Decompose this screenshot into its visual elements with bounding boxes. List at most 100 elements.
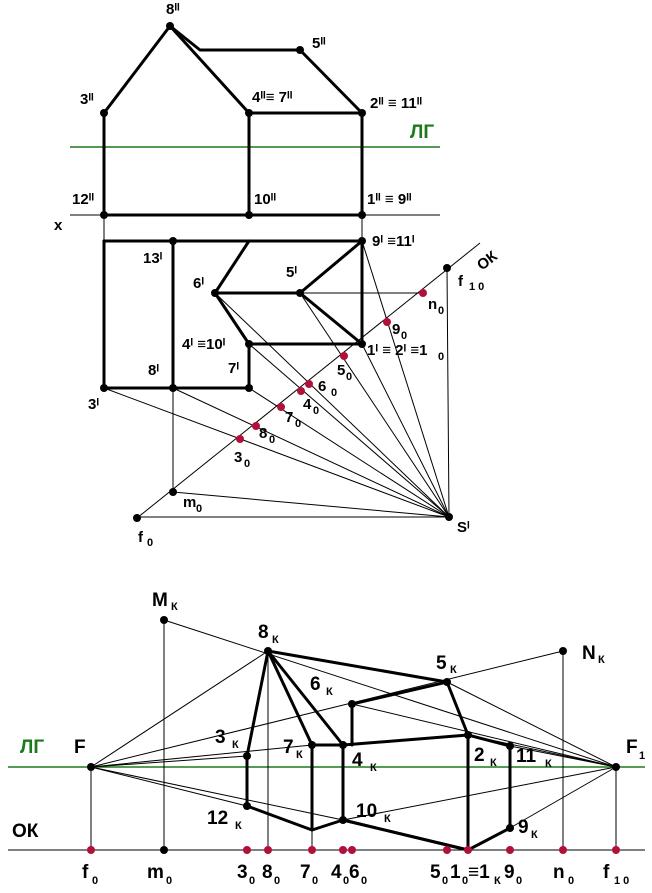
- svg-text:К: К: [450, 664, 457, 676]
- label-8-0-top: 8: [259, 425, 267, 442]
- svg-text:0: 0: [438, 305, 444, 317]
- label-5k: 5: [436, 653, 447, 674]
- front-roof-edge: [168, 24, 251, 115]
- axis-label-f0: f: [82, 862, 89, 883]
- svg-text:К: К: [326, 686, 333, 698]
- label-F1: F: [626, 737, 638, 758]
- svg-text:К: К: [171, 601, 178, 613]
- svg-text:К: К: [370, 762, 377, 774]
- svg-text:К: К: [384, 813, 391, 825]
- svg-text:К: К: [545, 758, 552, 770]
- label-1-9-front: 1ᴵᴵ ≡ 9ᴵᴵ: [367, 191, 412, 208]
- svg-text:К: К: [235, 820, 242, 832]
- svg-text:0: 0: [244, 458, 250, 470]
- label-9-11-plan: 9ᴵ ≡11ᴵ: [372, 233, 415, 250]
- label-7-plan: 7ᴵ: [228, 360, 239, 377]
- svg-text:К: К: [531, 829, 538, 841]
- svg-text:0: 0: [346, 371, 352, 383]
- label-3-0-top: 3: [234, 449, 242, 466]
- label-12k: 12: [207, 808, 228, 829]
- axis-label-9-0: 9: [504, 862, 515, 883]
- axis-label-1-0: 1: [450, 862, 461, 883]
- label-4-0-top: 4: [303, 396, 312, 413]
- svg-text:0: 0: [196, 503, 202, 515]
- svg-text:0: 0: [343, 875, 349, 887]
- axis-label-f10: f: [603, 862, 610, 883]
- ground-line-label-top: ЛГ: [410, 122, 434, 143]
- label-8k: 8: [258, 622, 269, 643]
- label-4-7-front: 4ᴵᴵ≡ 7ᴵᴵ: [252, 89, 293, 106]
- label-6-plan: 6ᴵ: [193, 275, 204, 292]
- svg-text:0: 0: [274, 875, 280, 887]
- axis-label-m0: m: [147, 862, 164, 883]
- label-7k: 7: [283, 737, 294, 758]
- svg-text:0: 0: [147, 537, 153, 549]
- label-8-front: 8ᴵᴵ: [166, 1, 180, 18]
- label-5-0-top: 5: [337, 362, 345, 379]
- label-7-0-top: 7: [285, 409, 293, 426]
- svg-text:0: 0: [312, 875, 318, 887]
- label-9k: 9: [518, 817, 529, 838]
- perspective-points: [87, 616, 620, 832]
- label-nk: N: [582, 643, 596, 664]
- label-5-front: 5ᴵᴵ: [312, 35, 326, 52]
- svg-text:0: 0: [295, 418, 301, 430]
- label-2k: 2: [474, 745, 485, 766]
- label-8-plan: 8ᴵ: [148, 362, 159, 379]
- svg-text:К: К: [598, 654, 605, 666]
- vanishing-lines: [90, 619, 617, 850]
- label-10-front: 10ᴵᴵ: [254, 191, 276, 208]
- label-5-plan: 5ᴵ: [286, 264, 297, 281]
- svg-text:0: 0: [331, 387, 337, 399]
- axis-label-7-0: 7: [300, 862, 311, 883]
- svg-text:К: К: [296, 749, 303, 761]
- label-3k: 3: [215, 727, 226, 748]
- axis-label-5-0: 5: [430, 862, 441, 883]
- label-4-10-plan: 4ᴵ ≡10ᴵ: [182, 336, 226, 353]
- label-3-front: 3ᴵᴵ: [80, 91, 94, 108]
- label-1-2-plan: 1ᴵ ≡ 2ᴵ ≡1: [367, 342, 427, 359]
- top-points: [100, 22, 453, 522]
- label-n0-top: n: [428, 296, 437, 313]
- ground-line-label-bottom: ЛГ: [20, 737, 44, 758]
- svg-text:0: 0: [313, 405, 319, 417]
- axis-label-3-0: 3: [237, 862, 248, 883]
- ok-label-top: ОК: [474, 247, 502, 274]
- axis-label-8-0: 8: [262, 862, 273, 883]
- label-3-plan: 3ᴵ: [88, 396, 99, 413]
- svg-text:К: К: [232, 739, 239, 751]
- label-m0-top: m: [183, 494, 196, 511]
- label-6-0-top: 6: [318, 378, 326, 395]
- svg-text:0: 0: [568, 875, 574, 887]
- label-6k: 6: [310, 674, 321, 695]
- svg-text:0: 0: [438, 351, 444, 363]
- label-9-0-top: 9: [392, 321, 400, 338]
- label-F: F: [74, 737, 86, 758]
- svg-text:1: 1: [639, 750, 645, 762]
- label-2-11-front: 2ᴵᴵ ≡ 11ᴵᴵ: [370, 95, 422, 112]
- label-f0-top: f: [138, 529, 144, 546]
- x-axis-label: x: [54, 217, 63, 234]
- plan-outline: [102, 239, 364, 390]
- front-view: [70, 24, 440, 217]
- svg-text:К: К: [494, 875, 501, 887]
- svg-text:К: К: [272, 634, 279, 646]
- label-4k: 4: [352, 750, 363, 771]
- svg-text:0: 0: [516, 875, 522, 887]
- label-12-front: 12ᴵᴵ: [72, 191, 94, 208]
- baseline-points: [87, 846, 620, 854]
- ok-label-bottom: ОК: [12, 821, 39, 842]
- label-s1: Sᴵ: [457, 519, 470, 536]
- svg-text:0: 0: [92, 875, 98, 887]
- axis-label-4-0: 4: [331, 862, 342, 883]
- svg-text:1 0: 1 0: [469, 281, 484, 293]
- svg-text:0: 0: [401, 330, 407, 342]
- svg-text:0: 0: [166, 875, 172, 887]
- label-10k: 10: [356, 801, 377, 822]
- axis-label-n0: n: [553, 862, 565, 883]
- svg-text:К: К: [490, 757, 497, 769]
- svg-text:0: 0: [249, 875, 255, 887]
- svg-text:0: 0: [442, 875, 448, 887]
- label-f10-top: f: [458, 273, 464, 290]
